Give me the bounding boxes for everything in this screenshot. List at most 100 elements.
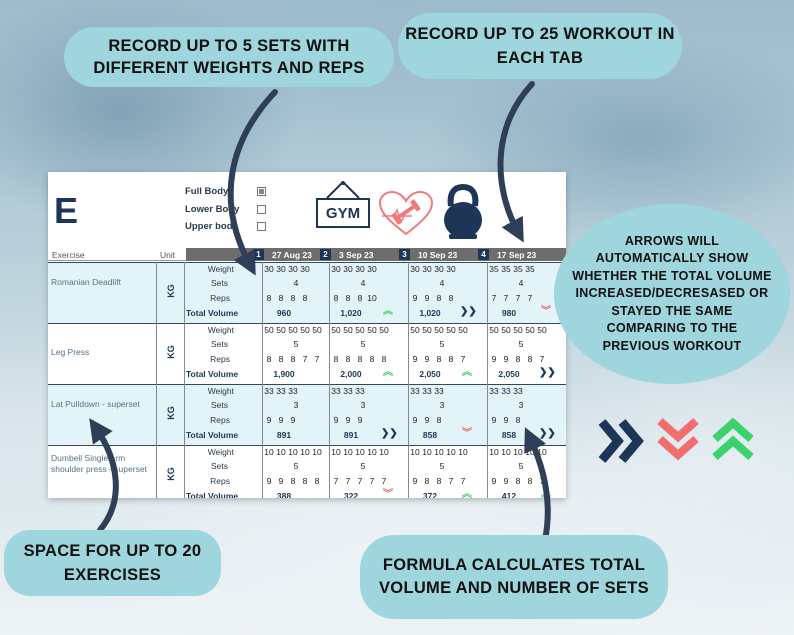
reps-cell[interactable]: 7 [369,476,375,486]
reps-cell[interactable]: 9 [357,415,363,425]
weight-cell[interactable]: 50 [355,325,365,335]
weight-cell[interactable]: 50 [434,325,444,335]
exercise-name[interactable]: Lat Pulldown - superset [51,399,140,409]
reps-cell[interactable]: 9 [491,476,497,486]
reps-cell[interactable]: 8 [278,354,284,364]
reps-cell[interactable]: 8 [448,354,454,364]
reps-cell[interactable]: 9 [266,415,272,425]
reps-cell[interactable]: 9 [278,415,284,425]
reps-cell[interactable]: 8 [266,293,272,303]
reps-cell[interactable]: 8 [515,415,521,425]
weight-cell[interactable]: 30 [422,264,432,274]
reps-cell[interactable]: 7 [448,476,454,486]
reps-cell[interactable]: 7 [357,476,363,486]
exercise-name[interactable]: Romanian Deadlift [51,277,121,287]
reps-cell[interactable]: 8 [302,476,308,486]
weight-cell[interactable]: 30 [410,264,420,274]
reps-cell[interactable]: 8 [436,476,442,486]
reps-cell[interactable]: 8 [369,354,375,364]
reps-cell[interactable]: 8 [314,476,320,486]
weight-cell[interactable]: 50 [422,325,432,335]
reps-cell[interactable]: 8 [381,354,387,364]
reps-cell[interactable]: 7 [333,476,339,486]
weight-cell[interactable]: 30 [434,264,444,274]
reps-cell[interactable]: 8 [345,293,351,303]
weight-cell[interactable]: 10 [501,447,511,457]
weight-cell[interactable]: 50 [379,325,389,335]
weight-cell[interactable]: 10 [367,447,377,457]
reps-cell[interactable]: 10 [367,293,377,303]
weight-cell[interactable]: 50 [264,325,274,335]
reps-cell[interactable]: 7 [539,476,545,486]
weight-cell[interactable]: 50 [300,325,310,335]
weight-cell[interactable]: 10 [458,447,468,457]
reps-cell[interactable]: 7 [302,354,308,364]
weight-cell[interactable]: 50 [513,325,523,335]
weight-cell[interactable]: 33 [410,386,420,396]
workout-date[interactable]: 10 Sep 23 [418,250,458,260]
weight-cell[interactable]: 10 [489,447,499,457]
weight-cell[interactable]: 10 [513,447,523,457]
reps-cell[interactable]: 8 [527,354,533,364]
reps-cell[interactable]: 8 [333,354,339,364]
reps-cell[interactable]: 9 [424,415,430,425]
reps-cell[interactable]: 8 [357,293,363,303]
weight-cell[interactable]: 10 [410,447,420,457]
reps-cell[interactable]: 8 [424,476,430,486]
weight-cell[interactable]: 33 [501,386,511,396]
reps-cell[interactable]: 8 [436,293,442,303]
weight-cell[interactable]: 50 [312,325,322,335]
weight-cell[interactable]: 10 [525,447,535,457]
weight-cell[interactable]: 50 [489,325,499,335]
reps-cell[interactable]: 9 [412,415,418,425]
weight-cell[interactable]: 10 [331,447,341,457]
weight-cell[interactable]: 35 [489,264,499,274]
reps-cell[interactable]: 8 [290,293,296,303]
reps-cell[interactable]: 8 [357,354,363,364]
reps-cell[interactable]: 8 [333,293,339,303]
reps-cell[interactable]: 9 [345,415,351,425]
weight-cell[interactable]: 10 [276,447,286,457]
weight-cell[interactable]: 33 [355,386,365,396]
weight-cell[interactable]: 30 [300,264,310,274]
reps-cell[interactable]: 9 [412,476,418,486]
weight-cell[interactable]: 30 [276,264,286,274]
weight-cell[interactable]: 10 [343,447,353,457]
reps-cell[interactable]: 7 [345,476,351,486]
weight-cell[interactable]: 33 [276,386,286,396]
reps-cell[interactable]: 9 [278,476,284,486]
weight-cell[interactable]: 33 [434,386,444,396]
weight-cell[interactable]: 10 [355,447,365,457]
workout-date[interactable]: 3 Sep 23 [339,250,374,260]
reps-cell[interactable]: 8 [266,354,272,364]
reps-cell[interactable]: 8 [527,476,533,486]
weight-cell[interactable]: 50 [458,325,468,335]
weight-cell[interactable]: 10 [434,447,444,457]
workout-date[interactable]: 17 Sep 23 [497,250,537,260]
reps-cell[interactable]: 8 [448,293,454,303]
weight-cell[interactable]: 50 [537,325,547,335]
reps-cell[interactable]: 8 [302,293,308,303]
weight-cell[interactable]: 50 [288,325,298,335]
reps-cell[interactable]: 9 [503,415,509,425]
weight-cell[interactable]: 50 [367,325,377,335]
weight-cell[interactable]: 35 [525,264,535,274]
weight-cell[interactable]: 10 [422,447,432,457]
full-body-checkbox[interactable] [257,187,266,196]
weight-cell[interactable]: 10 [300,447,310,457]
reps-cell[interactable]: 8 [290,476,296,486]
weight-cell[interactable]: 10 [537,447,547,457]
reps-cell[interactable]: 8 [345,354,351,364]
reps-cell[interactable]: 9 [491,354,497,364]
weight-cell[interactable]: 30 [367,264,377,274]
weight-cell[interactable]: 50 [331,325,341,335]
lower-body-checkbox[interactable] [257,205,266,214]
weight-cell[interactable]: 50 [276,325,286,335]
weight-cell[interactable]: 33 [513,386,523,396]
weight-cell[interactable]: 30 [446,264,456,274]
reps-cell[interactable]: 8 [436,415,442,425]
reps-cell[interactable]: 7 [527,293,533,303]
weight-cell[interactable]: 30 [288,264,298,274]
weight-cell[interactable]: 50 [525,325,535,335]
weight-cell[interactable]: 30 [355,264,365,274]
